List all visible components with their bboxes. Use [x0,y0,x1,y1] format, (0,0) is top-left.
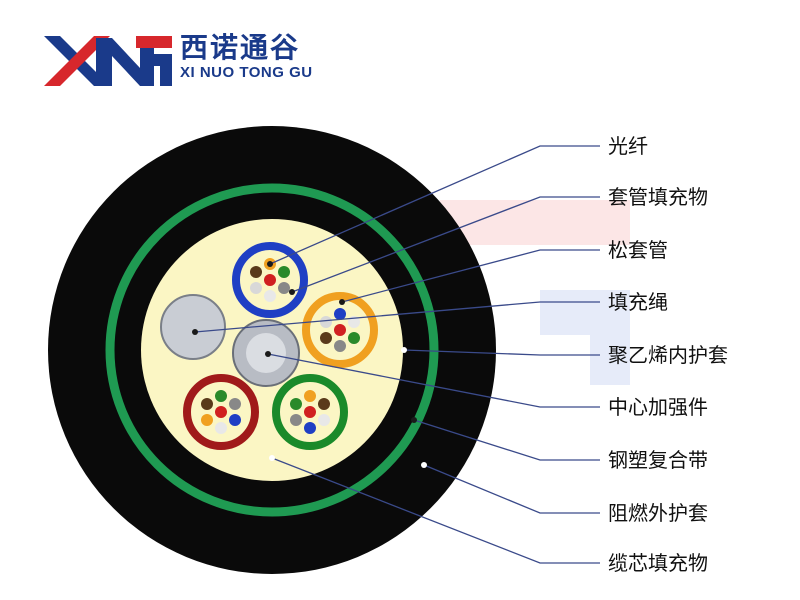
label-flame-retardant-outer-sheath: 阻燃外护套 [608,501,708,525]
fiber [304,406,316,418]
label-pe-inner-sheath: 聚乙烯内护套 [608,343,728,367]
logo-t-bar [136,36,172,48]
leader-line-filler-rope [194,301,600,333]
fiber [318,398,330,410]
steel-plastic-composite-tape [105,183,439,517]
loose-tube-orange [302,292,378,368]
watermark-red-block [440,200,630,245]
fiber [304,390,316,402]
label-optical-fiber: 光纤 [608,134,648,158]
fiber [215,390,227,402]
watermark-blue-block [540,290,630,335]
filler-rope [160,294,226,360]
leader-lines [194,145,600,564]
logo-watermark [440,200,630,385]
label-central-strength-member: 中心加强件 [608,395,708,419]
fiber [334,324,346,336]
watermark-blue-stem [590,290,630,385]
leader-dot [421,462,427,468]
fiber [201,398,213,410]
leader-dot [267,261,273,267]
leader-dot [339,299,345,305]
fiber [290,398,302,410]
leader-dot [192,329,198,335]
fiber [250,266,262,278]
fiber [264,290,276,302]
label-filler-rope: 填充绳 [608,290,668,314]
logo-x-right-bar [44,36,110,86]
label-tube-filler: 套管填充物 [608,185,708,209]
logo-chinese-name: 西诺通谷 [180,31,301,64]
fiber [264,274,276,286]
leader-line-tube-filler [291,196,600,293]
leader-dot [269,455,275,461]
logo-n-shape [96,38,154,86]
leader-line-fiber [269,145,600,265]
leader-dot [411,417,417,423]
label-loose-tube: 松套管 [608,238,668,262]
leader-dot [289,289,295,295]
leader-line-loose-tube [341,249,600,303]
fiber [348,332,360,344]
fiber [250,282,262,294]
loose-tube-red [183,374,259,450]
fiber [201,414,213,426]
fiber [334,340,346,352]
fiber [320,316,332,328]
logo-g-shape [152,54,172,86]
fiber [334,308,346,320]
fiber [278,282,290,294]
fiber [318,414,330,426]
fiber [304,422,316,434]
fiber [278,266,290,278]
fiber [215,422,227,434]
label-steel-plastic-tape: 钢塑复合带 [608,448,708,472]
fiber [229,414,241,426]
leader-line-core-filler [271,457,600,564]
leader-dots [192,261,427,468]
logo-english-name: XI NUO TONG GU [180,64,313,81]
fiber [320,332,332,344]
leader-line-pe-inner-sheath [403,349,600,356]
fiber [215,406,227,418]
leader-line-steel-tape [413,419,600,461]
loose-tube-green [272,374,348,450]
leader-dot [401,347,407,353]
loose-tube-blue [232,242,308,318]
fiber [229,398,241,410]
fiber [290,414,302,426]
leader-line-strength-member [267,353,600,408]
company-logo-mark [44,36,172,86]
label-cable-core-filler: 缆芯填充物 [608,551,708,575]
leader-line-outer-sheath [423,464,600,514]
leader-dot [265,351,271,357]
